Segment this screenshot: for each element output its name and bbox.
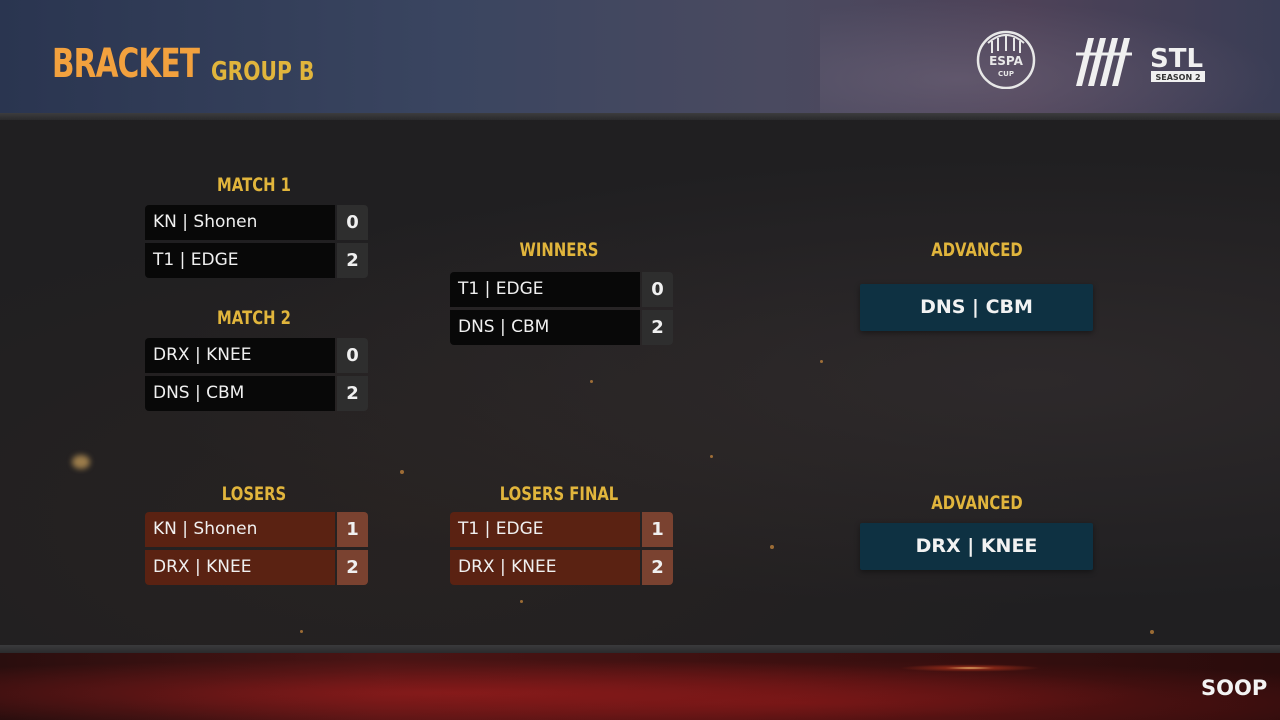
match-row: KN | Shonen 1 — [145, 512, 368, 547]
team-name: T1 | EDGE — [145, 243, 335, 278]
ember-spark — [300, 630, 303, 633]
ember-spark — [590, 380, 593, 383]
team-score: 0 — [337, 205, 368, 240]
match-row: DNS | CBM 2 — [450, 310, 673, 345]
svg-text:STL: STL — [1150, 44, 1203, 74]
losers-final-label: LOSERS FINAL — [499, 483, 619, 505]
winners-label: WINNERS — [519, 239, 599, 261]
team-score: 2 — [337, 550, 368, 585]
match-row: DRX | KNEE 0 — [145, 338, 368, 373]
advanced-bottom-team: DRX | KNEE — [860, 523, 1093, 570]
match-row: DRX | KNEE 2 — [145, 550, 368, 585]
ember-spark — [820, 360, 823, 363]
ember-spark — [400, 470, 404, 474]
match-row: DRX | KNEE 2 — [450, 550, 673, 585]
header-background-art — [820, 0, 1280, 113]
team-name: T1 | EDGE — [450, 512, 640, 547]
espa-cup-logo: ESPA CUP — [974, 29, 1038, 90]
team-name: KN | Shonen — [145, 205, 335, 240]
losers-card: KN | Shonen 1 DRX | KNEE 2 — [145, 512, 368, 588]
ember-spark — [520, 600, 523, 603]
ember-spark — [710, 455, 713, 458]
team-score: 2 — [337, 376, 368, 411]
match-row: T1 | EDGE 1 — [450, 512, 673, 547]
team-score: 2 — [337, 243, 368, 278]
team-name: KN | Shonen — [145, 512, 335, 547]
footer-bar — [0, 653, 1280, 720]
team-score: 1 — [337, 512, 368, 547]
ember-spark — [72, 455, 90, 469]
match-2-label: MATCH 2 — [217, 307, 291, 329]
match-row: T1 | EDGE 2 — [145, 243, 368, 278]
match-row: DNS | CBM 2 — [145, 376, 368, 411]
team-name: DRX | KNEE — [145, 338, 335, 373]
header-divider — [0, 113, 1280, 120]
match-1-card: KN | Shonen 0 T1 | EDGE 2 — [145, 205, 368, 281]
stl-logo: STL SEASON 2 — [1074, 34, 1234, 90]
team-score: 2 — [642, 310, 673, 345]
ember-spark — [1150, 630, 1154, 634]
svg-text:CUP: CUP — [998, 70, 1014, 78]
footer-divider — [0, 645, 1280, 653]
team-score: 1 — [642, 512, 673, 547]
team-name: DNS | CBM — [450, 310, 640, 345]
advanced-top-label: ADVANCED — [931, 239, 1023, 261]
team-score: 2 — [642, 550, 673, 585]
svg-text:SEASON 2: SEASON 2 — [1155, 73, 1200, 82]
header-bar — [0, 0, 1280, 113]
team-name: DNS | CBM — [145, 376, 335, 411]
team-score: 0 — [642, 272, 673, 307]
team-name: T1 | EDGE — [450, 272, 640, 307]
group-subtitle: GROUP B — [211, 57, 315, 87]
match-1-label: MATCH 1 — [217, 174, 291, 196]
page-title: BRACKET — [52, 41, 200, 87]
team-name: DRX | KNEE — [450, 550, 640, 585]
advanced-top-team: DNS | CBM — [860, 284, 1093, 331]
team-score: 0 — [337, 338, 368, 373]
winners-card: T1 | EDGE 0 DNS | CBM 2 — [450, 272, 673, 348]
losers-label: LOSERS — [221, 483, 287, 505]
advanced-bottom-label: ADVANCED — [931, 492, 1023, 514]
match-row: KN | Shonen 0 — [145, 205, 368, 240]
losers-final-card: T1 | EDGE 1 DRX | KNEE 2 — [450, 512, 673, 588]
team-name: DRX | KNEE — [145, 550, 335, 585]
ember-spark — [770, 545, 774, 549]
soop-logo: SOOP — [1201, 676, 1268, 700]
match-2-card: DRX | KNEE 0 DNS | CBM 2 — [145, 338, 368, 414]
match-row: T1 | EDGE 0 — [450, 272, 673, 307]
svg-text:ESPA: ESPA — [989, 54, 1024, 68]
